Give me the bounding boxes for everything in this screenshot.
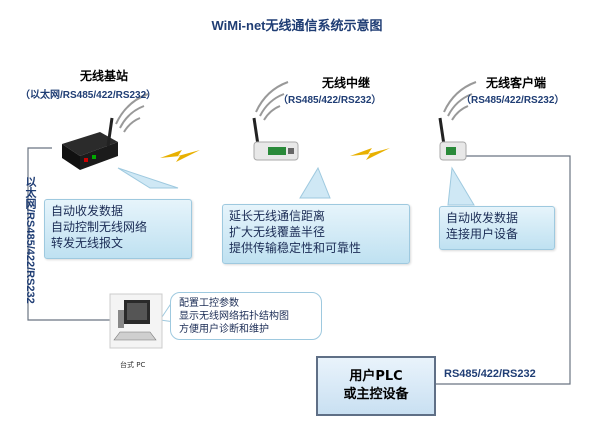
lightning-icon — [350, 148, 390, 160]
feature-item: 自动控制无线网络 — [51, 220, 148, 234]
feature-item: 连接用户设备 — [446, 227, 519, 241]
feature-item: 转发无线报文 — [51, 236, 124, 250]
diagram-title: WiMi-net无线通信系统示意图 — [211, 18, 383, 33]
feature-item: 延长无线通信距离 — [229, 209, 326, 223]
relay-callout-pointer — [299, 166, 331, 199]
feature-item: 配置工控参数 — [179, 298, 239, 309]
signal-waves-icon — [115, 93, 149, 133]
plc-line-2: 或主控设备 — [343, 387, 409, 402]
relay-device-icon — [252, 117, 299, 161]
pc-feature-callout: 配置工控参数 显示无线网络拓扑结构图 方便用户诊断和维护 — [170, 292, 322, 340]
connector-client-to-plc — [436, 155, 571, 385]
plc-line-1: 用户PLC — [349, 369, 403, 384]
feature-item: 扩大无线覆盖半径 — [229, 225, 326, 239]
feature-item: 自动收发数据 — [51, 204, 124, 218]
client-interfaces: （RS485/422/RS232） — [461, 95, 565, 106]
signal-waves-icon — [255, 81, 289, 121]
feature-item: 提供传输稳定性和可靠性 — [229, 241, 362, 255]
relay-interfaces: （RS485/422/RS232） — [278, 95, 382, 106]
pc-label: 台式 PC — [120, 361, 146, 369]
base-station-feature-callout: 自动收发数据 自动控制无线网络 转发无线报文 — [44, 199, 192, 259]
connector-base-to-pc — [27, 147, 110, 321]
base-callout-pointer — [117, 167, 179, 189]
client-callout-pointer — [447, 166, 475, 206]
client-device-icon — [438, 117, 467, 161]
feature-item: 显示无线网络拓扑结构图 — [179, 311, 289, 322]
plc-device-box: 用户PLC 或主控设备 — [316, 356, 436, 416]
plc-link-interface-label: RS485/422/RS232 — [444, 368, 536, 380]
client-feature-callout: 自动收发数据 连接用户设备 — [439, 206, 555, 250]
base-station-title: 无线基站 — [80, 69, 129, 83]
signal-waves-icon — [443, 81, 477, 121]
base-link-interface-label: 以太网/RS485/422/RS232 — [24, 176, 36, 304]
base-station-device-icon — [62, 117, 118, 170]
base-station-interfaces: （以太网/RS485/422/RS232） — [20, 90, 157, 101]
feature-item: 方便用户诊断和维护 — [179, 324, 269, 335]
client-title: 无线客户端 — [486, 76, 547, 90]
lightning-icon — [160, 150, 200, 162]
feature-item: 自动收发数据 — [446, 211, 519, 225]
relay-feature-callout: 延长无线通信距离 扩大无线覆盖半径 提供传输稳定性和可靠性 — [222, 204, 410, 264]
relay-title: 无线中继 — [322, 76, 371, 90]
desktop-pc-icon — [109, 293, 163, 349]
